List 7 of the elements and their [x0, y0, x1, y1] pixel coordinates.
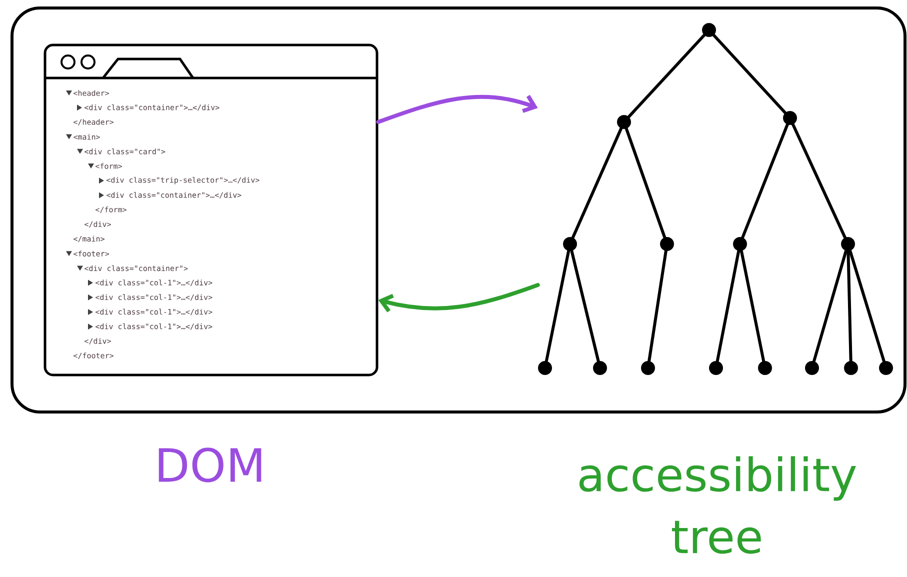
arrow: [376, 94, 538, 124]
node-label: accessibility tree: [579, 456, 856, 554]
tree-drawing: [538, 23, 893, 375]
node-label: DOM: [158, 448, 262, 482]
frame: [10, 6, 906, 414]
browser-window: [44, 44, 378, 376]
arrow: [378, 283, 540, 312]
